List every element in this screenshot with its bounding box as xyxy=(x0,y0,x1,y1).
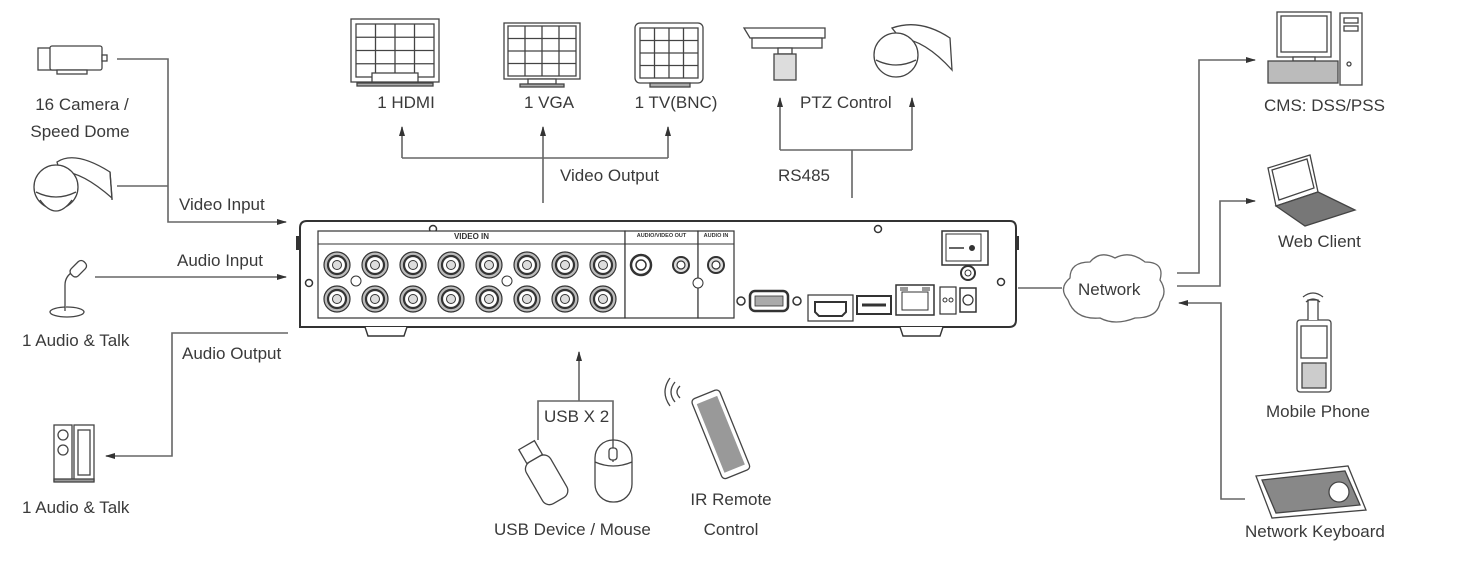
speaker-icon xyxy=(53,424,95,483)
mobile-phone-label: Mobile Phone xyxy=(1266,402,1370,421)
rs485-label: RS485 xyxy=(778,166,830,185)
bnc-video-input-port xyxy=(370,294,380,304)
bnc-video-input-port xyxy=(522,294,532,304)
usb-port xyxy=(856,295,892,315)
laptop-icon xyxy=(1267,154,1357,227)
tv-monitor-icon xyxy=(634,22,704,88)
network-keyboard-icon xyxy=(1255,465,1367,519)
video-input-line xyxy=(117,58,287,225)
vga-port xyxy=(736,289,802,313)
desktop-computer-icon xyxy=(1267,11,1363,86)
bnc-video-input-port xyxy=(408,260,418,270)
bnc-video-input-port xyxy=(446,294,456,304)
vga-monitor-icon xyxy=(503,22,581,88)
video-in-panel-label: VIDEO IN xyxy=(453,232,490,241)
network-cms-line xyxy=(1177,57,1256,274)
hdmi-label: 1 HDMI xyxy=(377,93,435,112)
keyboard-network-line xyxy=(1178,300,1245,500)
ethernet-port xyxy=(895,284,935,316)
camera-label-line1: 16 Camera / xyxy=(35,95,129,114)
bnc-video-input-port xyxy=(446,260,456,270)
speaker-label: 1 Audio & Talk xyxy=(22,498,130,517)
speed-dome-icon-top xyxy=(873,24,953,78)
tv-label: 1 TV(BNC) xyxy=(634,93,718,112)
usb-branch xyxy=(537,400,614,440)
bnc-video-input-port xyxy=(332,260,342,270)
bnc-video-input-port xyxy=(598,294,608,304)
rs485-terminal xyxy=(939,286,957,315)
microphone-icon xyxy=(49,259,88,318)
web-client-label: Web Client xyxy=(1278,232,1361,251)
bnc-ports xyxy=(323,251,617,313)
network-keyboard-label: Network Keyboard xyxy=(1245,522,1385,541)
microphone-label: 1 Audio & Talk xyxy=(22,331,130,350)
speed-dome-icon-left xyxy=(33,157,113,212)
bnc-video-input-port xyxy=(560,294,570,304)
dvr-device xyxy=(296,220,1019,337)
usb-stick-icon xyxy=(517,439,569,506)
bnc-video-input-port xyxy=(484,294,494,304)
camera-label-line2: Speed Dome xyxy=(30,122,130,141)
mouse-icon xyxy=(594,439,633,503)
usb-devices-label: USB Device / Mouse xyxy=(494,520,651,539)
bnc-video-input-port xyxy=(484,260,494,270)
connection-lines xyxy=(95,57,1256,500)
audio-in-panel-label: AUDIO IN xyxy=(703,233,729,239)
network-label: Network xyxy=(1078,280,1141,299)
video-output-label: Video Output xyxy=(560,166,659,185)
ir-remote-label-line1: IR Remote xyxy=(690,490,772,509)
box-camera-icon xyxy=(37,45,108,75)
network-web-line xyxy=(1177,198,1256,287)
bnc-video-input-port xyxy=(408,294,418,304)
ptz-camera-icon xyxy=(742,27,826,81)
bnc-video-input-port xyxy=(598,260,608,270)
video-input-label: Video Input xyxy=(179,195,265,214)
cms-label: CMS: DSS/PSS xyxy=(1264,96,1385,115)
audio-output-line xyxy=(105,332,288,459)
usb-count-label: USB X 2 xyxy=(544,407,610,426)
power-switch xyxy=(941,230,989,266)
ir-remote-icon xyxy=(664,377,751,480)
bnc-video-input-port xyxy=(560,260,570,270)
ptz-label: PTZ Control xyxy=(800,93,892,112)
bnc-video-input-port xyxy=(370,260,380,270)
ir-remote-label-line2: Control xyxy=(703,520,759,539)
mobile-phone-icon xyxy=(1296,292,1332,393)
hdmi-monitor-icon xyxy=(350,18,440,87)
audio-output-label: Audio Output xyxy=(182,344,282,363)
hdmi-port xyxy=(807,294,854,322)
vga-label: 1 VGA xyxy=(523,93,575,112)
audio-input-label: Audio Input xyxy=(177,251,264,270)
bnc-video-input-port xyxy=(332,294,342,304)
av-out-panel-label: AUDIO/VIDEO OUT xyxy=(636,233,687,239)
power-jack xyxy=(959,287,977,313)
bnc-video-input-port xyxy=(522,260,532,270)
network-cloud-icon xyxy=(1062,254,1165,323)
